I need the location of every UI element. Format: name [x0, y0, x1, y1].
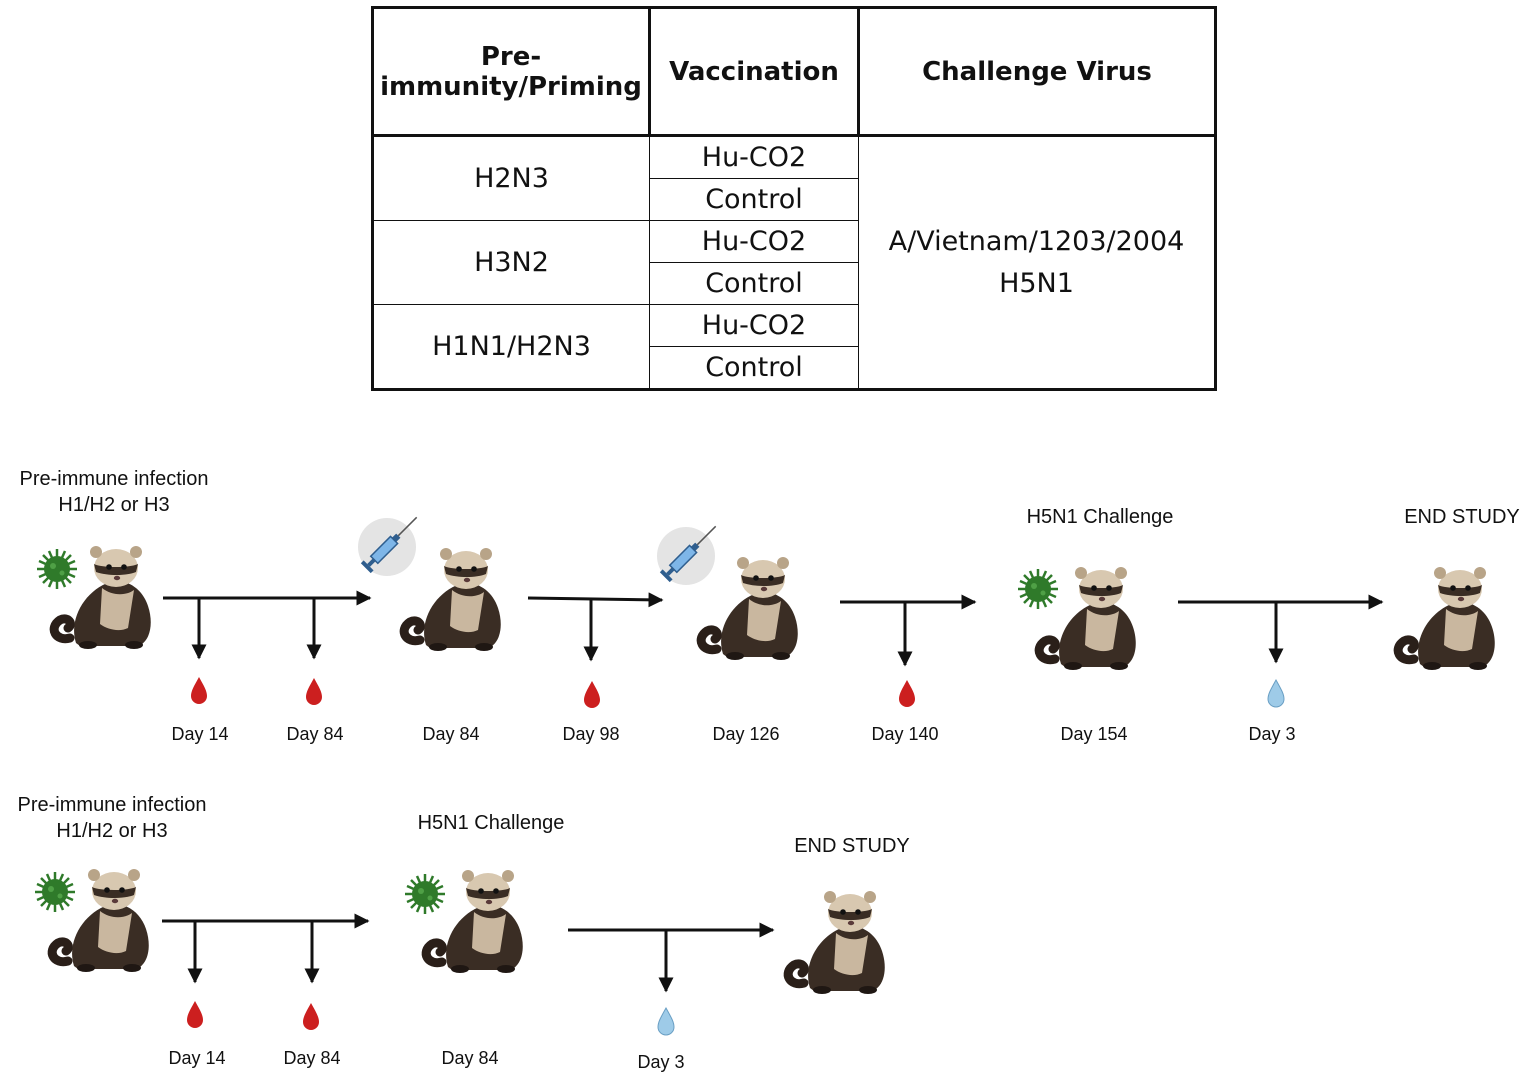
- day-label: Day 14: [168, 1048, 225, 1068]
- table-row: Control: [373, 262, 1216, 305]
- syringe-icon: [357, 511, 423, 577]
- blood-drop-icon: [303, 1003, 319, 1030]
- nasal-wash-drop-icon: [657, 1007, 675, 1036]
- syringe-icon: [656, 520, 722, 586]
- blood-drop-icon: [584, 681, 600, 708]
- vaccination-cell: Control: [649, 262, 859, 305]
- day-label: Day 3: [1248, 724, 1295, 744]
- vaccination-cell: Hu-CO2: [649, 134, 859, 179]
- vaccination-cell: Control: [649, 346, 859, 390]
- end-study-label-2: END STUDY: [794, 835, 910, 857]
- ferret-icon: [404, 548, 501, 651]
- virus-icon: [35, 547, 79, 591]
- pre-immune-label-2: Pre-immune infection: [18, 794, 207, 816]
- pre-immune-sublabel-1: H1/H2 or H3: [58, 494, 169, 516]
- virus-icon: [33, 870, 77, 914]
- table-row: Control: [373, 346, 1216, 390]
- ferret-icon: [54, 546, 151, 649]
- challenge-virus-cell: A/Vietnam/1203/2004 H5N1: [858, 134, 1216, 390]
- header-vaccination: Vaccination: [648, 6, 860, 137]
- ferret-icon: [426, 870, 523, 973]
- day-label: Day 14: [171, 724, 228, 744]
- day-label: Day 84: [283, 1048, 340, 1068]
- pre-immune-sublabel-2: H1/H2 or H3: [56, 820, 167, 842]
- blood-drop-icon: [187, 1001, 203, 1028]
- ferret-icon: [788, 891, 885, 994]
- priming-cell: H3N2: [372, 220, 650, 305]
- day-label: Day 3: [637, 1052, 684, 1072]
- timeline-arrows-2: [162, 913, 775, 993]
- ferret-icon: [52, 869, 149, 972]
- virus-icon: [403, 872, 447, 916]
- priming-cell: H1N1/H2N3: [372, 304, 650, 390]
- nasal-wash-drop-icon: [1267, 679, 1285, 708]
- day-label: Day 84: [286, 724, 343, 744]
- blood-drop-icon: [191, 677, 207, 704]
- ferret-icon: [1398, 567, 1495, 670]
- pre-immune-label-1: Pre-immune infection: [20, 468, 209, 490]
- study-design-table: Pre- immunity/Priming Vaccination Challe…: [371, 6, 1217, 391]
- end-study-label-1: END STUDY: [1404, 506, 1520, 528]
- day-label: Day 98: [562, 724, 619, 744]
- challenge-label-2: H5N1 Challenge: [418, 812, 565, 834]
- table-row: H3N2 Hu-CO2: [372, 220, 1216, 305]
- blood-drop-icon: [306, 678, 322, 705]
- table-row: H1N1/H2N3 Hu-CO2: [372, 304, 1216, 390]
- challenge-label-1: H5N1 Challenge: [1027, 506, 1174, 528]
- table-header-row: Pre- immunity/Priming Vaccination Challe…: [371, 6, 1217, 137]
- vaccination-cell: Control: [649, 178, 859, 221]
- ferret-icon: [701, 557, 798, 660]
- header-challenge-virus: Challenge Virus: [857, 6, 1217, 137]
- day-label: Day 154: [1060, 724, 1127, 744]
- table-row: Control: [373, 178, 1216, 221]
- virus-icon: [1016, 567, 1060, 611]
- day-label: Day 84: [441, 1048, 498, 1068]
- day-label: Day 140: [871, 724, 938, 744]
- priming-cell: H2N3: [372, 134, 650, 221]
- header-priming: Pre- immunity/Priming: [371, 6, 651, 137]
- table-row: H2N3 Hu-CO2 A/Vietnam/1203/2004 H5N1: [372, 134, 1216, 390]
- day-label: Day 84: [422, 724, 479, 744]
- timeline-arrows-1: [163, 590, 1384, 667]
- blood-drop-icon: [899, 680, 915, 707]
- day-label: Day 126: [712, 724, 779, 744]
- vaccination-cell: Hu-CO2: [649, 220, 859, 263]
